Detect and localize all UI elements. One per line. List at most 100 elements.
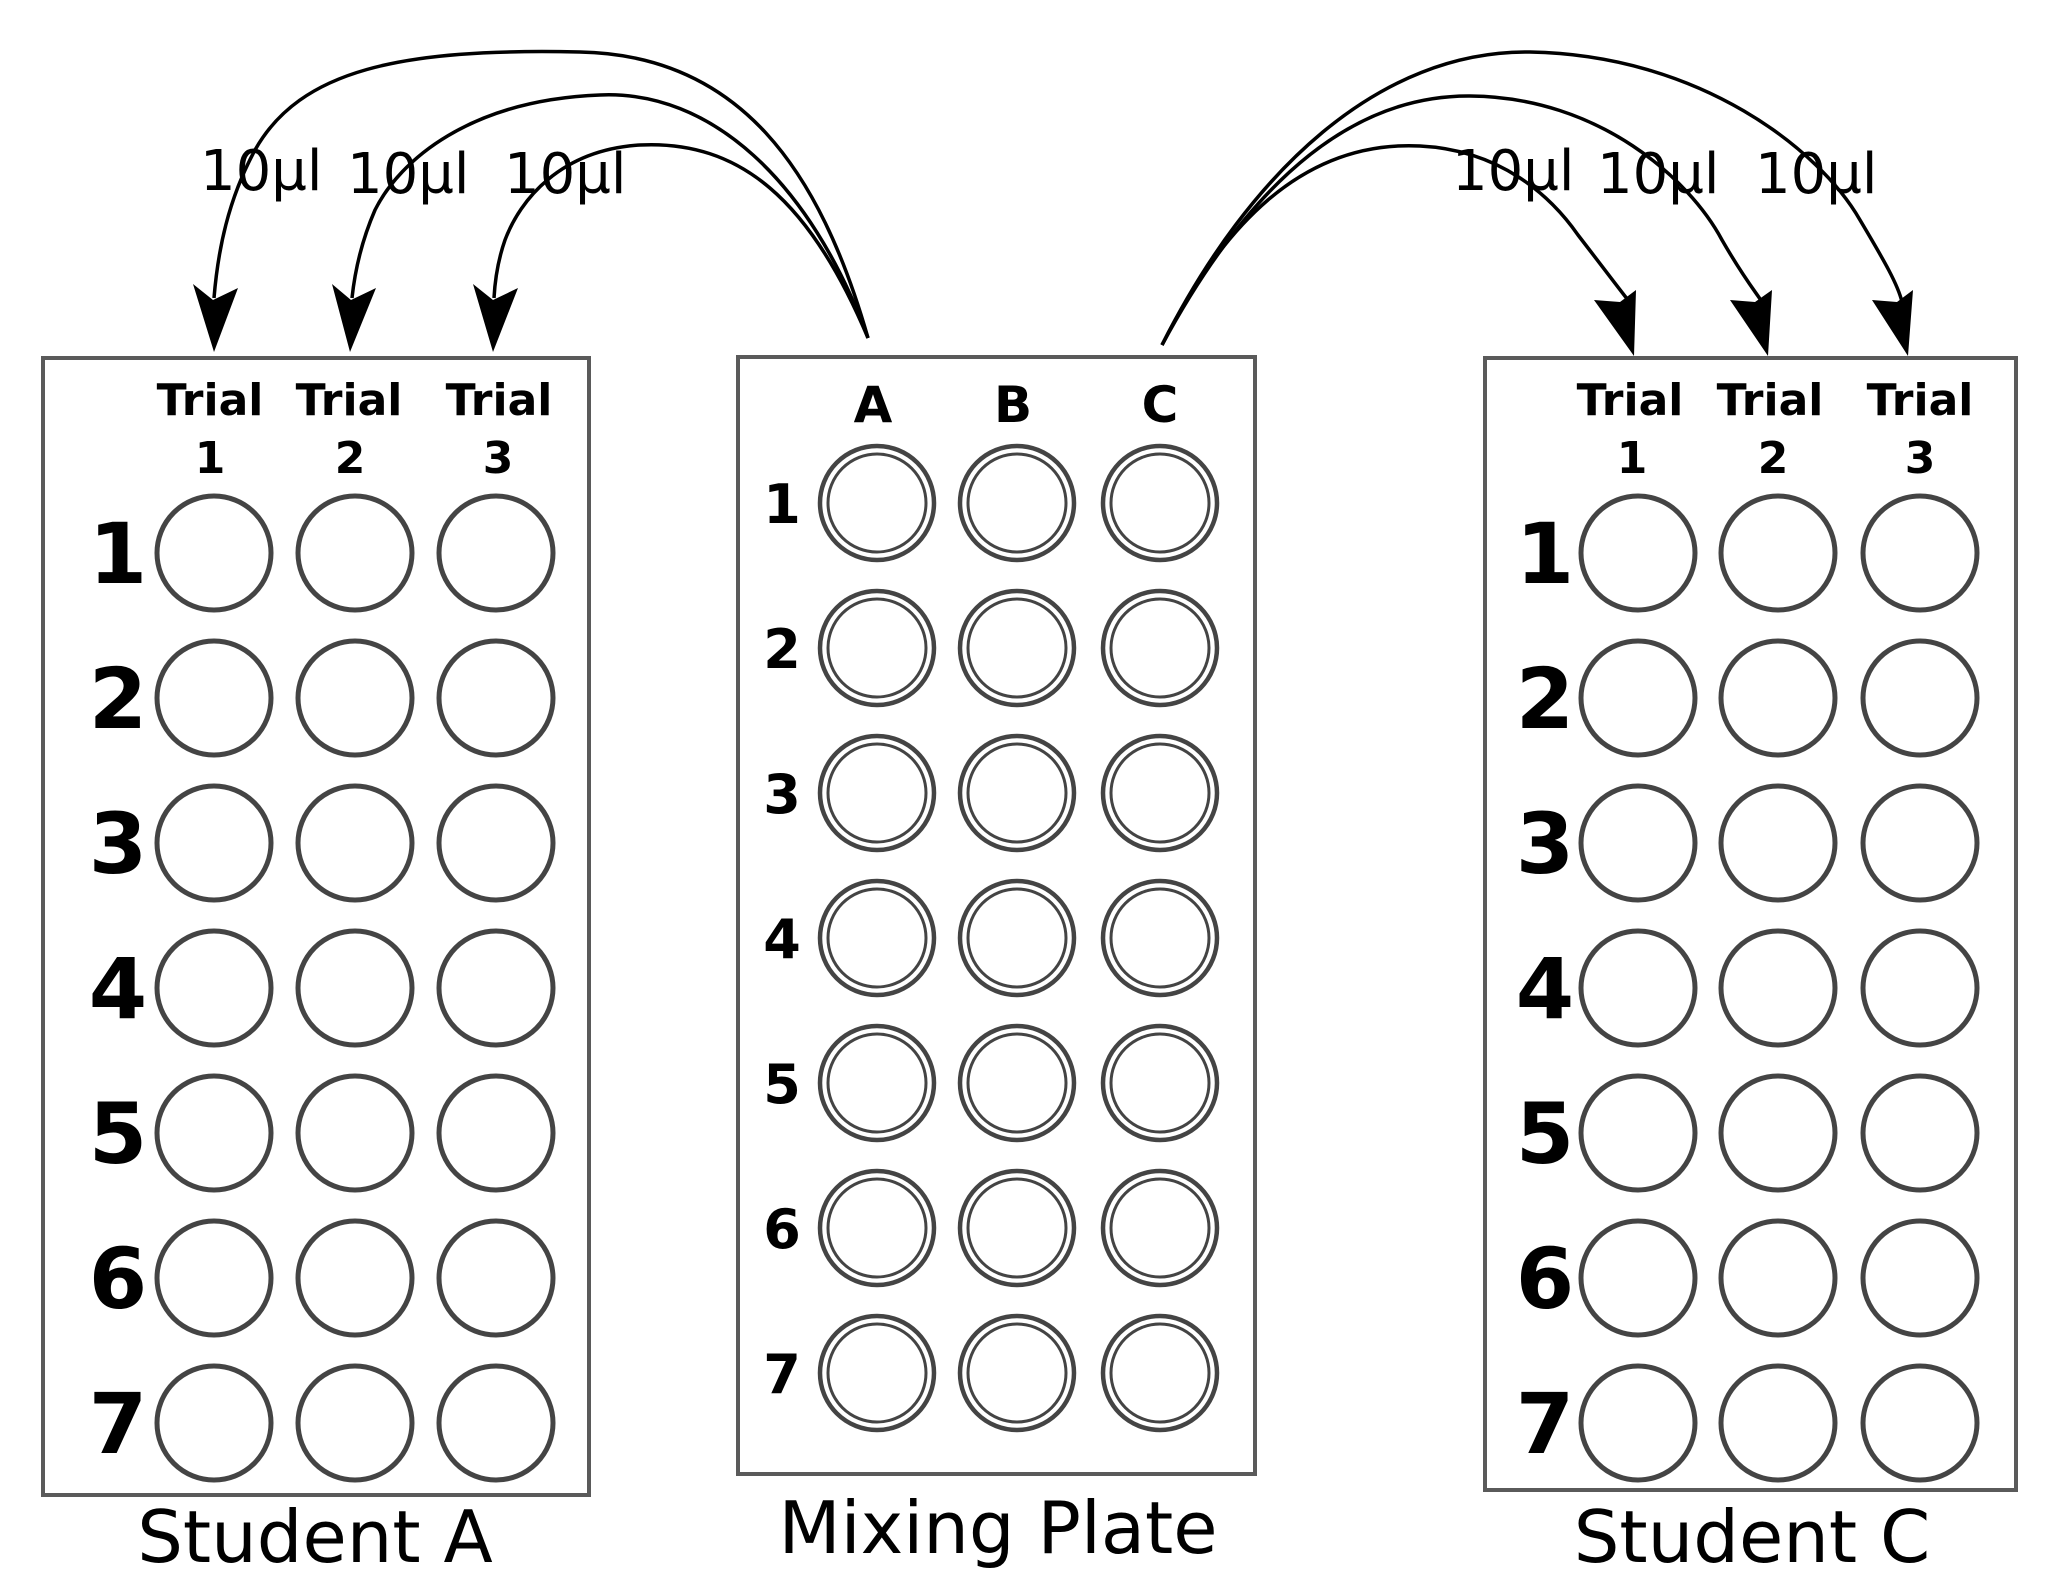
- volume-label: 10µl: [347, 142, 469, 207]
- well-inner-ring: [1109, 1177, 1211, 1279]
- well-outer-ring: [1100, 1313, 1220, 1433]
- well-circle: [1718, 1363, 1838, 1483]
- well-circle: [295, 1073, 415, 1193]
- well-circle: [154, 1218, 274, 1338]
- well-double-ring: [1100, 443, 1220, 563]
- well-outer-ring: [817, 588, 937, 708]
- well-circle: [295, 493, 415, 613]
- row-label: 2: [1516, 650, 1574, 748]
- well-inner-ring: [1109, 1322, 1211, 1424]
- row-label: 1: [763, 473, 801, 536]
- well-double-ring: [817, 878, 937, 998]
- well-grid: [154, 493, 556, 1483]
- row-label: 3: [763, 763, 801, 826]
- well-circle: [436, 493, 556, 613]
- row-label: 1: [1516, 505, 1574, 603]
- well-outer-ring: [957, 1313, 1077, 1433]
- well-double-ring: [957, 1168, 1077, 1288]
- row-label: 4: [763, 908, 801, 971]
- well-inner-ring: [1109, 597, 1211, 699]
- well-inner-ring: [826, 887, 928, 989]
- well-outer-ring: [817, 1313, 937, 1433]
- plate-frame: [1483, 356, 2018, 1492]
- column-header: B: [994, 376, 1032, 434]
- well-circle: [1578, 493, 1698, 613]
- well-circle: [154, 1073, 274, 1193]
- well-outer-ring: [817, 733, 937, 853]
- well-inner-ring: [826, 1177, 928, 1279]
- well-circle: [1718, 1218, 1838, 1338]
- well-circle: [436, 928, 556, 1048]
- well-circle: [295, 1363, 415, 1483]
- well-outer-ring: [957, 443, 1077, 563]
- well-double-ring: [817, 733, 937, 853]
- column-header: C: [1142, 376, 1179, 434]
- well-circle: [154, 928, 274, 1048]
- well-grid: [1578, 493, 1980, 1483]
- row-label: 2: [763, 618, 801, 681]
- arrowhead-icon: [332, 284, 376, 352]
- well-circle: [154, 493, 274, 613]
- column-headers: Trial 1 Trial 2 Trial 3: [157, 375, 553, 484]
- transfer-arrows-right: 10µl 10µl 10µl: [1160, 50, 1913, 356]
- well-inner-ring: [826, 452, 928, 554]
- row-label: 7: [89, 1375, 147, 1473]
- volume-label: 10µl: [1597, 142, 1719, 207]
- well-circle: [295, 783, 415, 903]
- well-circle: [1860, 1073, 1980, 1193]
- well-outer-ring: [957, 733, 1077, 853]
- well-inner-ring: [826, 742, 928, 844]
- plate-caption: Student A: [137, 1495, 493, 1579]
- well-double-ring: [817, 1023, 937, 1143]
- row-label: 6: [1516, 1230, 1574, 1328]
- row-label: 7: [1516, 1375, 1574, 1473]
- well-double-ring: [957, 1023, 1077, 1143]
- well-double-ring: [817, 588, 937, 708]
- well-double-ring: [1100, 1023, 1220, 1143]
- well-grid: [817, 443, 1220, 1433]
- well-circle: [1718, 1073, 1838, 1193]
- row-label: 5: [89, 1085, 147, 1183]
- well-circle: [1578, 638, 1698, 758]
- plate-caption: Mixing Plate: [778, 1486, 1217, 1570]
- well-double-ring: [1100, 878, 1220, 998]
- volume-label: 10µl: [200, 139, 322, 204]
- well-inner-ring: [1109, 887, 1211, 989]
- well-inner-ring: [966, 452, 1068, 554]
- well-outer-ring: [1100, 1023, 1220, 1143]
- well-circle: [154, 638, 274, 758]
- well-circle: [295, 1218, 415, 1338]
- column-headers: A B C: [854, 376, 1179, 434]
- well-circle: [1578, 928, 1698, 1048]
- well-inner-ring: [1109, 1032, 1211, 1134]
- row-label: 3: [1516, 795, 1574, 893]
- column-header: 1: [195, 433, 226, 484]
- well-double-ring: [957, 878, 1077, 998]
- well-circle: [1718, 928, 1838, 1048]
- well-circle: [1718, 783, 1838, 903]
- well-double-ring: [1100, 588, 1220, 708]
- transfer-arrow-trial-2: [1160, 94, 1764, 346]
- well-double-ring: [957, 443, 1077, 563]
- well-outer-ring: [1100, 878, 1220, 998]
- well-circle: [1860, 783, 1980, 903]
- well-double-ring: [1100, 733, 1220, 853]
- well-double-ring: [957, 733, 1077, 853]
- well-inner-ring: [966, 597, 1068, 699]
- row-label: 4: [89, 940, 147, 1038]
- well-inner-ring: [1109, 742, 1211, 844]
- arrowhead-icon: [1594, 290, 1636, 356]
- well-inner-ring: [966, 742, 1068, 844]
- well-inner-ring: [966, 1322, 1068, 1424]
- well-circle: [154, 783, 274, 903]
- row-label: 5: [763, 1053, 801, 1116]
- well-circle: [1718, 638, 1838, 758]
- transfer-arrow-trial-3: [492, 143, 870, 339]
- column-header: A: [854, 376, 893, 434]
- column-header: Trial: [296, 375, 403, 426]
- column-header: 2: [335, 433, 366, 484]
